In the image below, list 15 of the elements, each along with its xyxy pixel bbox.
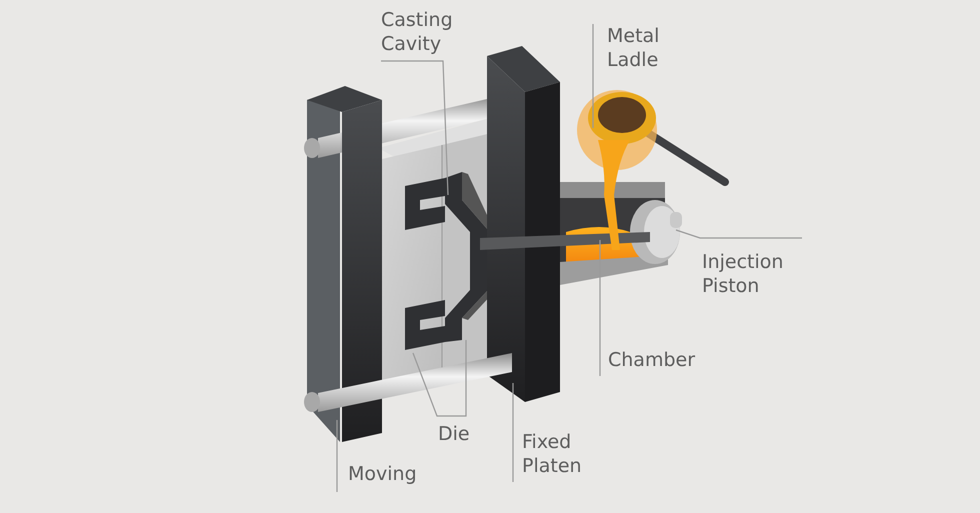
- leader-line: [512, 383, 514, 482]
- leader-line: [676, 229, 802, 239]
- part-label: Moving: [348, 462, 418, 486]
- leader-line: [336, 420, 338, 492]
- part-label: Injection Piston: [702, 250, 784, 298]
- leader-line: [412, 352, 458, 417]
- part-label: Chamber: [608, 348, 696, 372]
- leader-line: [458, 340, 467, 417]
- leader-line: [599, 240, 601, 376]
- part-label: Fixed Platen: [522, 430, 583, 478]
- part-label: Casting Cavity: [381, 8, 454, 56]
- leader-line: [592, 24, 594, 128]
- part-label: Die: [438, 422, 471, 446]
- part-label: Metal Ladle: [607, 24, 660, 72]
- leader-line: [381, 60, 449, 196]
